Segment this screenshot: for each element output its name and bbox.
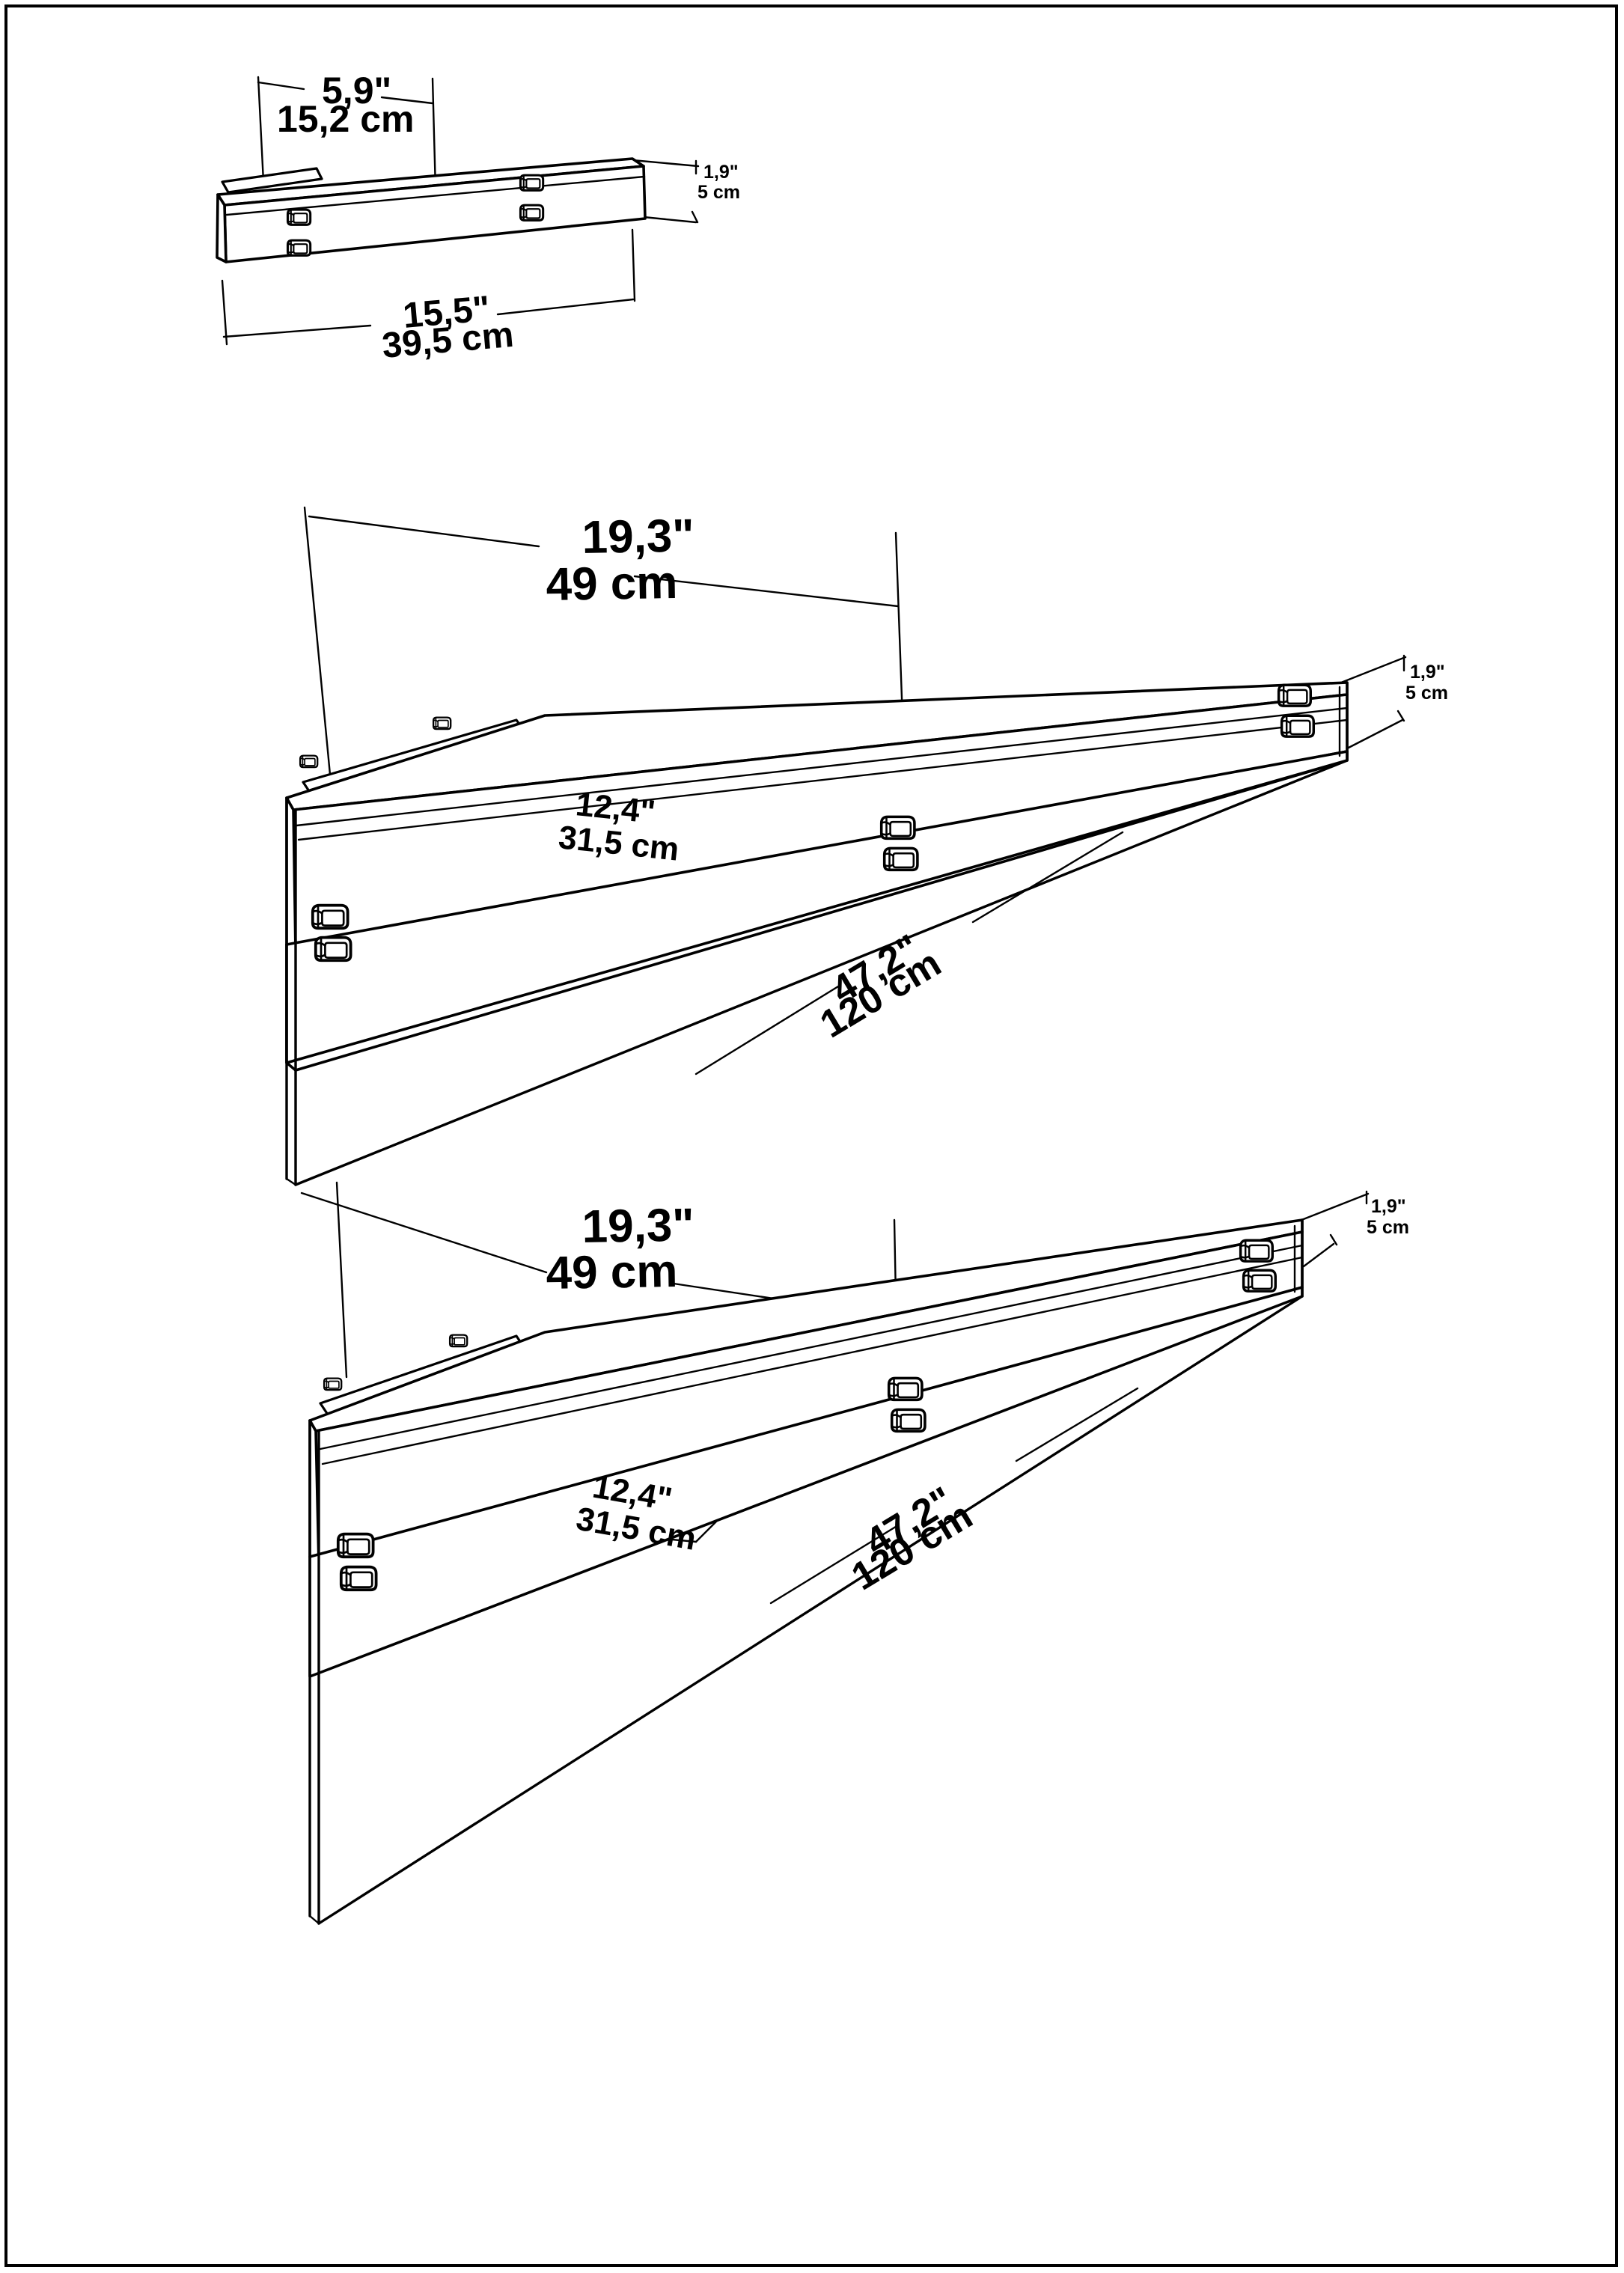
cam-lock-fitting: [890, 1408, 927, 1433]
top-width-inch-label: 15,5": [401, 289, 491, 336]
cam-lock-fitting: [1280, 714, 1316, 738]
cam-lock-fitting: [299, 754, 319, 769]
middle-depth-inch-label: 19,3": [581, 510, 695, 564]
top-depth-inch-label: 5,9": [322, 70, 391, 112]
top-height-dimension: [631, 159, 700, 224]
bottom-width-dimension: [769, 1387, 1139, 1605]
cam-lock-fitting: [519, 174, 545, 192]
top-width-dimension: [221, 228, 636, 346]
middle-height-inch-label: 1,9": [1410, 662, 1445, 683]
middle-height-cm-label: 5 cm: [1405, 683, 1448, 704]
top-height-cm-label: 5 cm: [697, 182, 740, 203]
top-depth-cm-label: 15,2 cm: [277, 98, 414, 140]
top-width-cm-label: 39,5 cm: [380, 315, 515, 366]
bottom-height-inch-label: 1,9": [1371, 1196, 1406, 1217]
bottom-depth-cm-label: 49 cm: [546, 1245, 678, 1299]
cam-lock-fitting: [1242, 1269, 1277, 1293]
cam-lock-fitting: [311, 903, 349, 930]
middle-depth-cm-label: 49 cm: [546, 557, 678, 611]
bottom-height-cm-label: 5 cm: [1367, 1217, 1409, 1238]
top-panel-lip: [221, 167, 323, 194]
cam-lock-fitting: [339, 1565, 378, 1592]
bottom-panel-group: 19,3" 49 cm 12,4" 31,5 cm 1,9" 5 cm 47,2…: [300, 1181, 1409, 1925]
cam-lock-fitting: [882, 846, 919, 872]
middle-panel-group: 19,3" 49 cm 12,4" 31,5 cm 1,9" 5 cm 47,2…: [285, 506, 1448, 1186]
cam-lock-fitting: [432, 716, 452, 730]
cam-lock-fitting: [879, 815, 916, 840]
bottom-depth-inch-label: 19,3": [581, 1199, 695, 1253]
top-depth-dimension: [257, 76, 437, 192]
cam-lock-fitting: [1277, 683, 1313, 707]
top-panel-left-end: [216, 193, 228, 263]
cam-lock-fitting: [286, 208, 312, 226]
bottom-height-dimension: [1296, 1190, 1370, 1268]
cam-lock-fitting: [336, 1532, 375, 1559]
middle-inner-inch-label: 12,4": [574, 786, 657, 831]
middle-panel-left-end: [285, 796, 297, 954]
middle-height-dimension: [1340, 654, 1407, 750]
cam-lock-fitting: [286, 239, 312, 257]
cam-lock-fitting: [314, 936, 352, 962]
cam-lock-fitting: [448, 1334, 468, 1348]
cam-lock-fitting: [323, 1377, 343, 1391]
cam-lock-fitting: [1239, 1239, 1275, 1263]
cam-lock-fitting: [519, 204, 545, 222]
top-height-inch-label: 1,9": [703, 162, 739, 183]
top-panel-group: 5,9" 15,2 cm 1,9" 5 cm 15,5" 39,5 cm: [216, 70, 740, 366]
middle-width-dimension: [695, 831, 1124, 1076]
cam-lock-fitting: [887, 1376, 924, 1402]
